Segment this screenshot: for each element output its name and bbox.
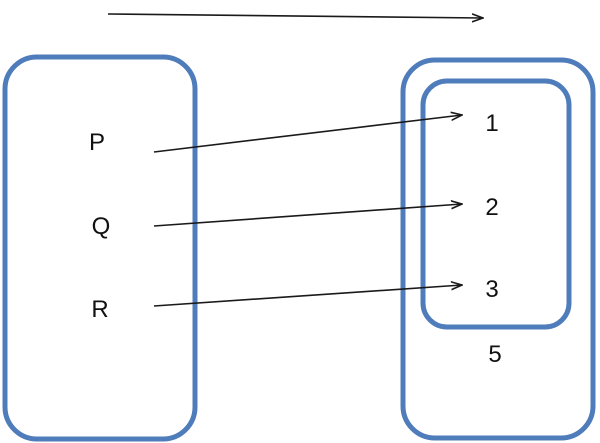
mapping-arrow-p-to-1 bbox=[153, 115, 462, 153]
codomain-element-2: 2 bbox=[485, 194, 498, 221]
domain-set-box bbox=[2, 54, 198, 442]
codomain-element-3: 3 bbox=[485, 276, 498, 303]
domain-element-r: R bbox=[91, 296, 108, 323]
mapping-arrow-r-to-3 bbox=[153, 285, 462, 307]
domain-element-q: Q bbox=[92, 213, 111, 240]
codomain-set-box bbox=[400, 57, 596, 441]
codomain-element-5: 5 bbox=[488, 341, 501, 368]
direction-arrow bbox=[107, 14, 483, 18]
mapping-arrow-q-to-2 bbox=[153, 204, 462, 227]
domain-element-p: P bbox=[89, 129, 105, 156]
codomain-element-1: 1 bbox=[485, 110, 498, 137]
range-subset-box bbox=[420, 78, 572, 330]
